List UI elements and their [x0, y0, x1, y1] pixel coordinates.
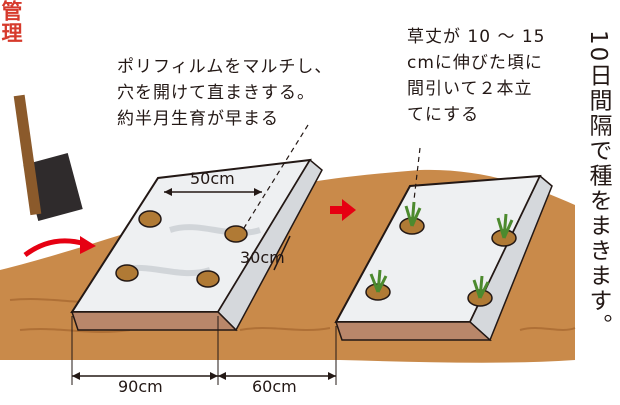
seedling — [491, 213, 517, 247]
thinning-caption-line: 間引いて２本立 — [407, 79, 533, 99]
hole-spacing-arrowhead — [164, 188, 172, 196]
hoe-motion-arrowhead — [80, 236, 96, 254]
soil-texture — [9, 298, 576, 333]
thinning-caption-line: てにする — [407, 105, 480, 125]
mulch-caption-leader — [243, 124, 309, 229]
planting-hole — [196, 270, 220, 288]
progress-arrow — [330, 199, 356, 221]
row-spacing-label: 30cm — [240, 248, 285, 267]
mulch-caption-line: ポリフィルムをマルチし、 — [117, 57, 333, 77]
interval-note: 10日間隔で種をまきます。 — [585, 30, 611, 339]
seedling — [365, 269, 391, 301]
hole-spacing-arrowhead — [254, 188, 262, 196]
aisle-width-arrowhead — [218, 372, 226, 380]
seedling — [467, 275, 493, 307]
bed-width-arrowhead — [210, 372, 218, 380]
mulch-caption: ポリフィルムをマルチし、 穴を開けて直まきする。 約半月生育が早まる — [117, 54, 332, 132]
hole-spacing-label: 50cm — [190, 169, 235, 188]
planting-hole — [138, 210, 162, 228]
planting-hole — [224, 225, 248, 243]
section-label: 管理 — [0, 0, 23, 44]
mulch-caption-line: 約半月生育が早まる — [117, 109, 279, 129]
hoe-tool — [13, 94, 83, 221]
bed-width-label: 90cm — [118, 377, 163, 396]
bed-width-arrowhead — [72, 372, 80, 380]
thinning-caption-line: 草丈が 10 ～ 15 — [407, 27, 546, 47]
aisle-width-arrowhead — [328, 372, 336, 380]
seedling — [399, 201, 425, 235]
thinning-caption: 草丈が 10 ～ 15 cmに伸びた頃に 間引いて２本立 てにする — [407, 24, 545, 128]
row-spacing-line — [273, 235, 291, 271]
planting-hole — [115, 264, 139, 282]
mulch-caption-line: 穴を開けて直まきする。 — [117, 83, 315, 103]
seedlings — [365, 201, 517, 307]
thinning-caption-line: cmに伸びた頃に — [407, 53, 543, 73]
right-bed-front — [334, 321, 492, 341]
planting-holes — [115, 210, 248, 288]
left-bed-front — [70, 311, 238, 331]
hoe-motion-arrow — [23, 238, 86, 258]
aisle-width-label: 60cm — [252, 377, 297, 396]
